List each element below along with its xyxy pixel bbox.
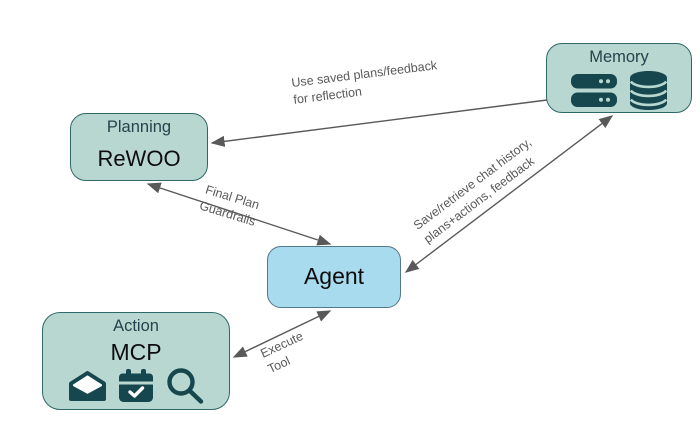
action-icon-row <box>68 367 204 405</box>
database-icon <box>630 70 667 110</box>
node-agent: Agent <box>267 246 401 308</box>
node-memory: Memory <box>546 43 692 113</box>
action-title: Action <box>113 317 159 335</box>
memory-title: Memory <box>589 48 649 66</box>
open-mail-icon <box>68 370 106 401</box>
edge-action-agent <box>232 310 332 358</box>
agent-label: Agent <box>303 263 365 290</box>
memory-icon-row <box>571 70 667 110</box>
calendar-check-icon <box>118 369 153 403</box>
action-sublabel: MCP <box>110 338 162 365</box>
planning-sublabel: ReWOO <box>97 145 181 171</box>
edge-memory-to-planning <box>210 99 548 147</box>
node-planning: Planning ReWOO <box>70 113 208 181</box>
search-icon <box>166 368 203 405</box>
node-action: Action MCP <box>42 312 230 410</box>
server-icon <box>571 73 617 107</box>
planning-title: Planning <box>106 118 172 136</box>
edge-planning-agent <box>146 182 332 246</box>
edge-memory-agent <box>404 115 614 273</box>
